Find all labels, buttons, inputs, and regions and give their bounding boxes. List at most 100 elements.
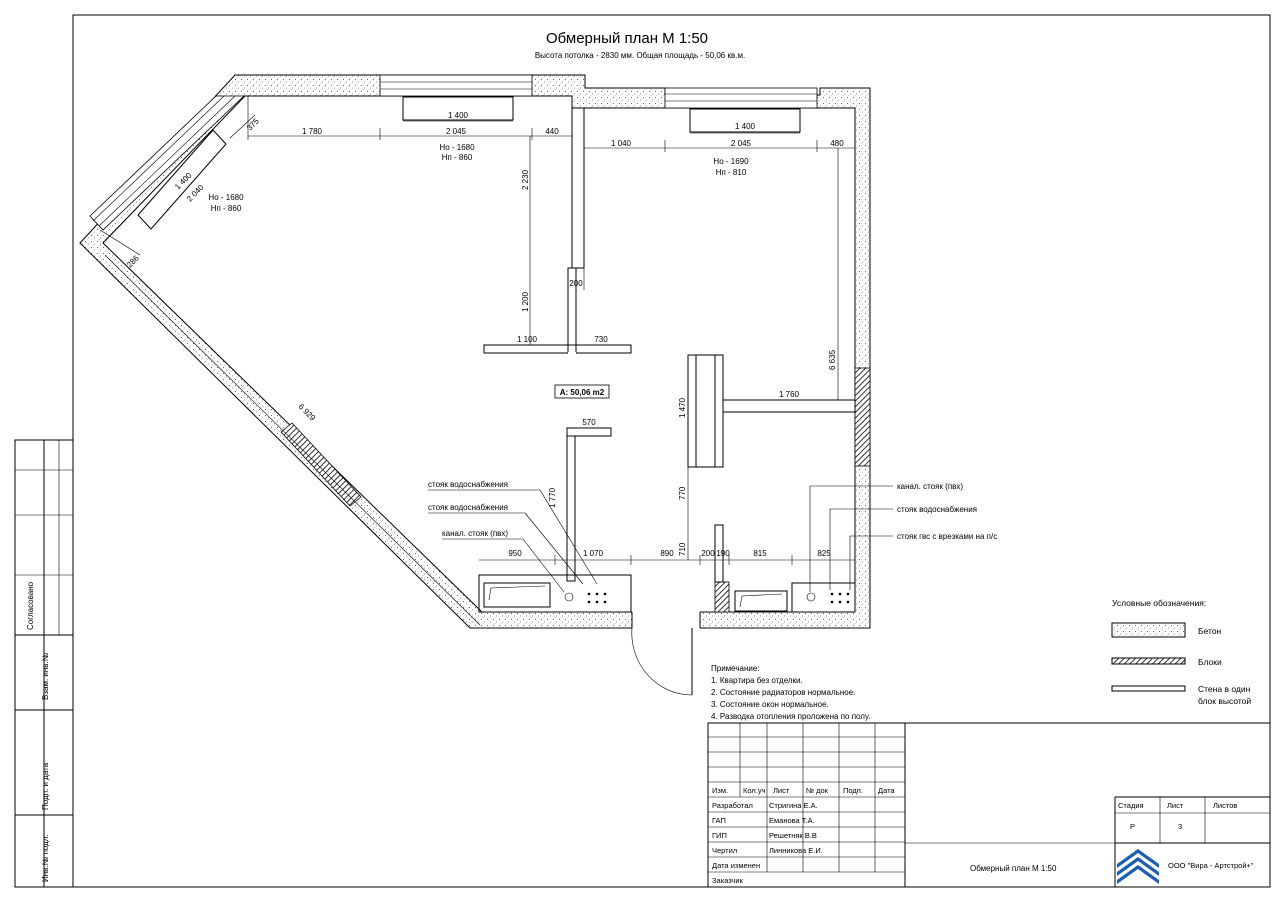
notes: Примечание: 1. Квартира без отделки. 2. …: [711, 664, 870, 721]
stamp-role-1: Разработал: [712, 801, 753, 810]
legend-wall-swatch: [1111, 685, 1186, 692]
stamp-col-izm: Изм.: [712, 786, 728, 795]
stamp-col-podp: Подп.: [843, 786, 863, 795]
dim-2230: 2 230: [521, 169, 530, 190]
side-stamp: Согласовано Взам. инв.№ Подп. и дата Инв…: [14, 439, 74, 888]
callout-left-water-2: стояк водоснабжения: [428, 503, 508, 512]
legend-title: Условные обозначения:: [1112, 598, 1206, 608]
dim-710: 710: [678, 542, 687, 556]
stamp-name-4: Линникова Е.И.: [769, 846, 823, 855]
dim-1780: 1 780: [302, 127, 323, 136]
plan-title: Обмерный план М 1:50: [546, 30, 708, 47]
dim-815: 815: [753, 549, 767, 558]
window-2-hp: Нп - 860: [211, 204, 242, 213]
fixtures: [483, 582, 850, 612]
stamp-col-kol: Кол.уч: [743, 786, 766, 795]
dim-1770: 1 770: [548, 487, 557, 508]
callout-left-vent: канал. стояк (пвх): [442, 529, 508, 538]
callout-left-water-1: стояк водоснабжения: [428, 480, 508, 489]
legend-blocks-label: Блоки: [1198, 657, 1222, 667]
concrete-walls: [79, 74, 871, 629]
dim-2045-b: 2 045: [731, 139, 752, 148]
radiator-box-1: [402, 96, 514, 121]
window-1-ho: Нo - 1680: [439, 143, 475, 152]
stamp-role-6: Заказчик: [712, 876, 744, 885]
dim-825: 825: [817, 549, 831, 558]
stamp-name-2: Еманова Т.А.: [769, 816, 815, 825]
callout-right-gvs: стояк гвс с врезками на п/с: [897, 532, 997, 541]
legend-blocks-swatch: [1111, 657, 1186, 665]
stamp-col-ndok: № док: [806, 786, 829, 795]
callout-right-vent: канал. стояк (пвх): [897, 482, 963, 491]
note-3: 3. Состояние окон нормальное.: [711, 700, 829, 709]
door-swing-arc: [631, 627, 693, 696]
dim-570: 570: [582, 418, 596, 427]
stamp-role-3: ГИП: [712, 831, 727, 840]
window-3-ho: Нo - 1690: [713, 157, 749, 166]
radiator-box-3: [137, 129, 227, 230]
stamp-list-value: 3: [1178, 822, 1182, 831]
legend-concrete-swatch: [1111, 622, 1186, 638]
area-label-box: [554, 384, 610, 399]
legend-wall-label-2: блок высотой: [1198, 696, 1251, 706]
stamp-lists-header: Листов: [1213, 801, 1237, 810]
side-stamp-inv: Инв.№ подл.: [41, 834, 50, 882]
area-label: А: 50,06 m2: [560, 388, 605, 397]
callout-right-water: стояк водоснабжения: [897, 505, 977, 514]
dim-1070: 1 070: [583, 549, 604, 558]
dim-1040: 1 040: [611, 139, 632, 148]
dim-950: 950: [508, 549, 522, 558]
dimension-lines: [99, 96, 855, 626]
stamp-list-header: Лист: [1167, 801, 1184, 810]
dim-1470: 1 470: [678, 397, 687, 418]
entrance-opening: [632, 610, 700, 630]
dim-190: 190: [716, 549, 730, 558]
dim-730: 730: [594, 335, 608, 344]
dim-1760: 1 760: [779, 390, 800, 399]
dim-6635: 6 635: [828, 349, 837, 370]
windows: [89, 74, 818, 231]
note-4: 4. Разводка отопления проложена по полу.: [711, 712, 870, 721]
company-logo: [1117, 845, 1159, 884]
side-stamp-vzam: Взам. инв.№: [41, 652, 50, 700]
legend: Условные обозначения: Бетон Блоки Стена …: [1111, 598, 1251, 706]
plan-subtitle: Высота потолка - 2830 мм. Общая площадь …: [535, 51, 745, 60]
dim-1400-b: 1 400: [735, 122, 756, 131]
window-2-ho: Нo - 1680: [208, 193, 244, 202]
legend-concrete-label: Бетон: [1198, 626, 1222, 636]
legend-wall-label-1: Стена в один: [1198, 684, 1251, 694]
dim-200-a: 200: [569, 279, 583, 288]
side-stamp-podp: Подп. и дата: [41, 762, 50, 810]
dim-480: 480: [830, 139, 844, 148]
callouts: стояк водоснабжения стояк водоснабжения …: [428, 480, 997, 593]
dimension-labels: 375 1 780 2 045 440 1 400 1 400 1 040 2 …: [125, 111, 844, 558]
stamp-col-list: Лист: [773, 786, 790, 795]
stamp-stage-header: Стадия: [1118, 801, 1144, 810]
stamp-role-4: Чертил: [712, 846, 737, 855]
stamp-name-1: Стригина Е.А.: [769, 801, 818, 810]
stamp-role-2: ГАП: [712, 816, 726, 825]
stamp-name-3: Решетняк В.В: [769, 831, 817, 840]
dim-890: 890: [660, 549, 674, 558]
dim-1400-a: 1 400: [448, 111, 469, 120]
dim-440: 440: [545, 127, 559, 136]
dim-1100: 1 100: [517, 335, 538, 344]
window-3-hp: Нп - 810: [716, 168, 747, 177]
title-block: Изм. Кол.уч Лист № док Подп. Дата Разраб…: [707, 722, 1271, 888]
note-2: 2. Состояние радиаторов нормальное.: [711, 688, 855, 697]
note-1: 1. Квартира без отделки.: [711, 676, 803, 685]
window-heights: Нo - 1680 Нп - 860 Нo - 1680 Нп - 860 Нo…: [208, 143, 749, 213]
dim-2045-a: 2 045: [446, 127, 467, 136]
window-1-hp: Нп - 860: [442, 153, 473, 162]
dim-770: 770: [678, 486, 687, 500]
stamp-company: ООО "Вира - Артстрой+": [1168, 861, 1254, 870]
stamp-role-5: Дата изменен: [712, 861, 760, 870]
stamp-col-data: Дата: [878, 786, 895, 795]
stamp-sheet-title: Обмерный план М 1:50: [970, 864, 1057, 873]
stamp-stage-value: Р: [1130, 822, 1135, 831]
dim-200-b: 200: [701, 549, 715, 558]
side-stamp-agreed: Согласовано: [26, 581, 35, 630]
notes-header: Примечание:: [711, 664, 760, 673]
dim-1200: 1 200: [521, 291, 530, 312]
